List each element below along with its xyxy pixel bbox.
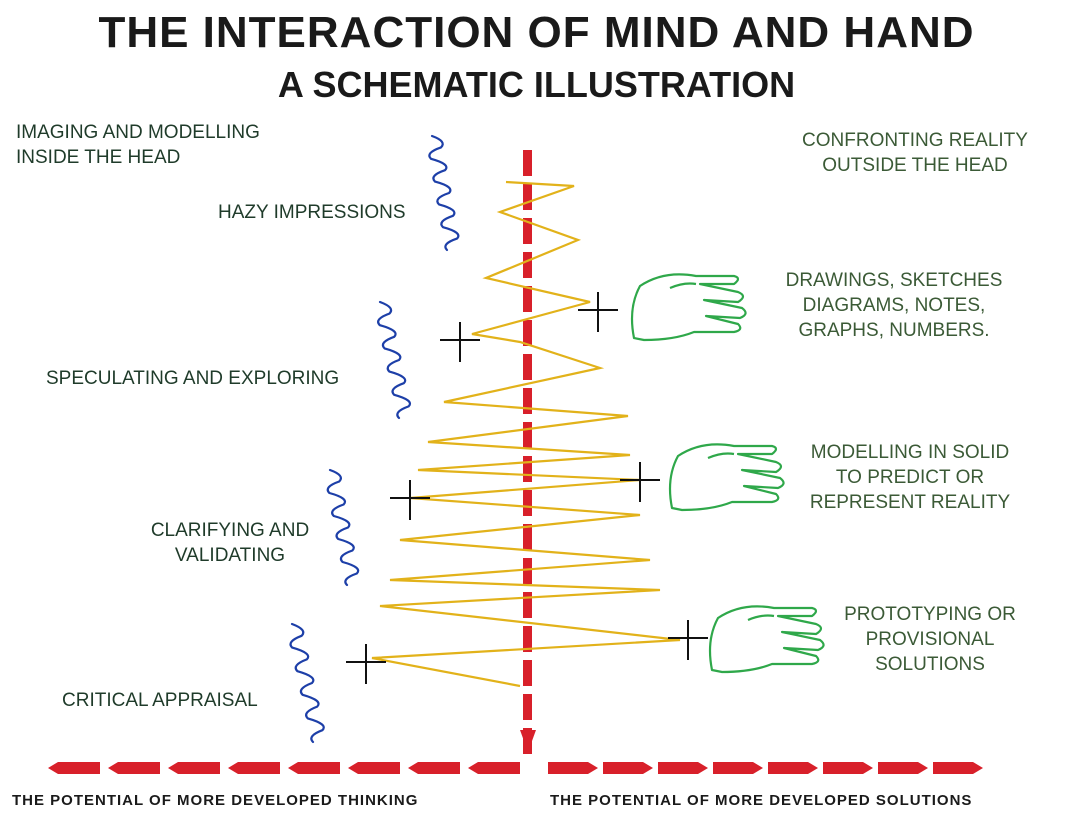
left-arrow-dash — [168, 762, 220, 774]
left-arrow-dash — [108, 762, 160, 774]
activity-prototyping: PROTOTYPING OR PROVISIONAL SOLUTIONS — [844, 604, 1016, 675]
left-arrow-dash — [288, 762, 340, 774]
vertical-arrow-dash — [523, 524, 532, 550]
mind-squiggle-line — [377, 300, 412, 420]
vertical-arrow-dash — [523, 218, 532, 244]
stage-speculating-exploring: SPECULATING AND EXPLORING — [46, 368, 340, 389]
right-arrow-dash — [548, 762, 598, 774]
right-header: CONFRONTING REALITY OUTSIDE THE HEAD — [802, 130, 1028, 176]
footer-thinking: THE POTENTIAL OF MORE DEVELOPED THINKING — [12, 792, 419, 809]
cross-marker — [346, 644, 386, 684]
cross-marker — [440, 322, 480, 362]
axis-layer — [48, 150, 983, 774]
activity-drawings-sketches: DRAWINGS, SKETCHES DIAGRAMS, NOTES, GRAP… — [785, 270, 1003, 341]
vertical-arrow-dash — [523, 252, 532, 278]
left-arrow-dash — [348, 762, 400, 774]
stage-clarifying-validating: CLARIFYING AND VALIDATING — [150, 520, 310, 566]
stage-hazy-impressions: HAZY IMPRESSIONS — [218, 202, 406, 223]
vertical-arrow-dash — [523, 150, 532, 176]
right-arrow-dash — [603, 762, 653, 774]
vertical-arrow-dash — [523, 422, 532, 448]
vertical-arrow-dash — [523, 660, 532, 686]
hand-icon — [668, 443, 785, 512]
hand-icon — [630, 273, 747, 342]
diagram-subtitle: A SCHEMATIC ILLUSTRATION — [277, 64, 796, 105]
zigzag-iteration-line — [371, 180, 681, 688]
hand-icons — [630, 273, 825, 674]
activity-modelling-solid: MODELLING IN SOLID TO PREDICT OR REPRESE… — [809, 442, 1011, 513]
cross-marker — [390, 480, 430, 520]
cross-marker — [668, 620, 708, 660]
mind-squiggle-line — [428, 134, 460, 252]
vertical-arrow-dash — [523, 388, 532, 414]
vertical-arrow-dash — [523, 592, 532, 618]
vertical-arrow-dash — [523, 456, 532, 482]
vertical-arrow-dash — [523, 286, 532, 312]
right-arrow-dash — [658, 762, 708, 774]
right-arrow-dash — [823, 762, 873, 774]
right-arrow-dash — [768, 762, 818, 774]
mind-squiggles — [289, 134, 460, 744]
vertical-arrow-dash — [523, 626, 532, 652]
cross-marker — [620, 462, 660, 502]
vertical-arrow-dash — [523, 354, 532, 380]
left-header: IMAGING AND MODELLING INSIDE THE HEAD — [16, 122, 260, 168]
diagram-title: THE INTERACTION OF MIND AND HAND — [98, 8, 975, 57]
left-arrow-dash — [468, 762, 520, 774]
cross-marker — [578, 292, 618, 332]
vertical-arrow-dash — [523, 694, 532, 720]
vertical-arrow-dash — [523, 558, 532, 584]
right-arrow-dash — [933, 762, 983, 774]
left-arrow-dash — [228, 762, 280, 774]
footer-solutions: THE POTENTIAL OF MORE DEVELOPED SOLUTION… — [550, 792, 973, 809]
left-arrow-dash — [408, 762, 460, 774]
vertical-arrow-dash — [523, 320, 532, 346]
right-arrow-dash — [878, 762, 928, 774]
right-arrow-dash — [713, 762, 763, 774]
vertical-arrow-head — [520, 730, 536, 752]
vertical-arrow-dash — [523, 490, 532, 516]
left-arrow-dash — [48, 762, 100, 774]
vertical-arrow-dash — [523, 184, 532, 210]
cross-markers — [346, 292, 708, 684]
hand-icon — [708, 605, 825, 674]
stage-critical-appraisal: CRITICAL APPRAISAL — [62, 690, 258, 711]
mind-squiggle-line — [289, 622, 325, 744]
mind-squiggle-line — [326, 468, 360, 587]
